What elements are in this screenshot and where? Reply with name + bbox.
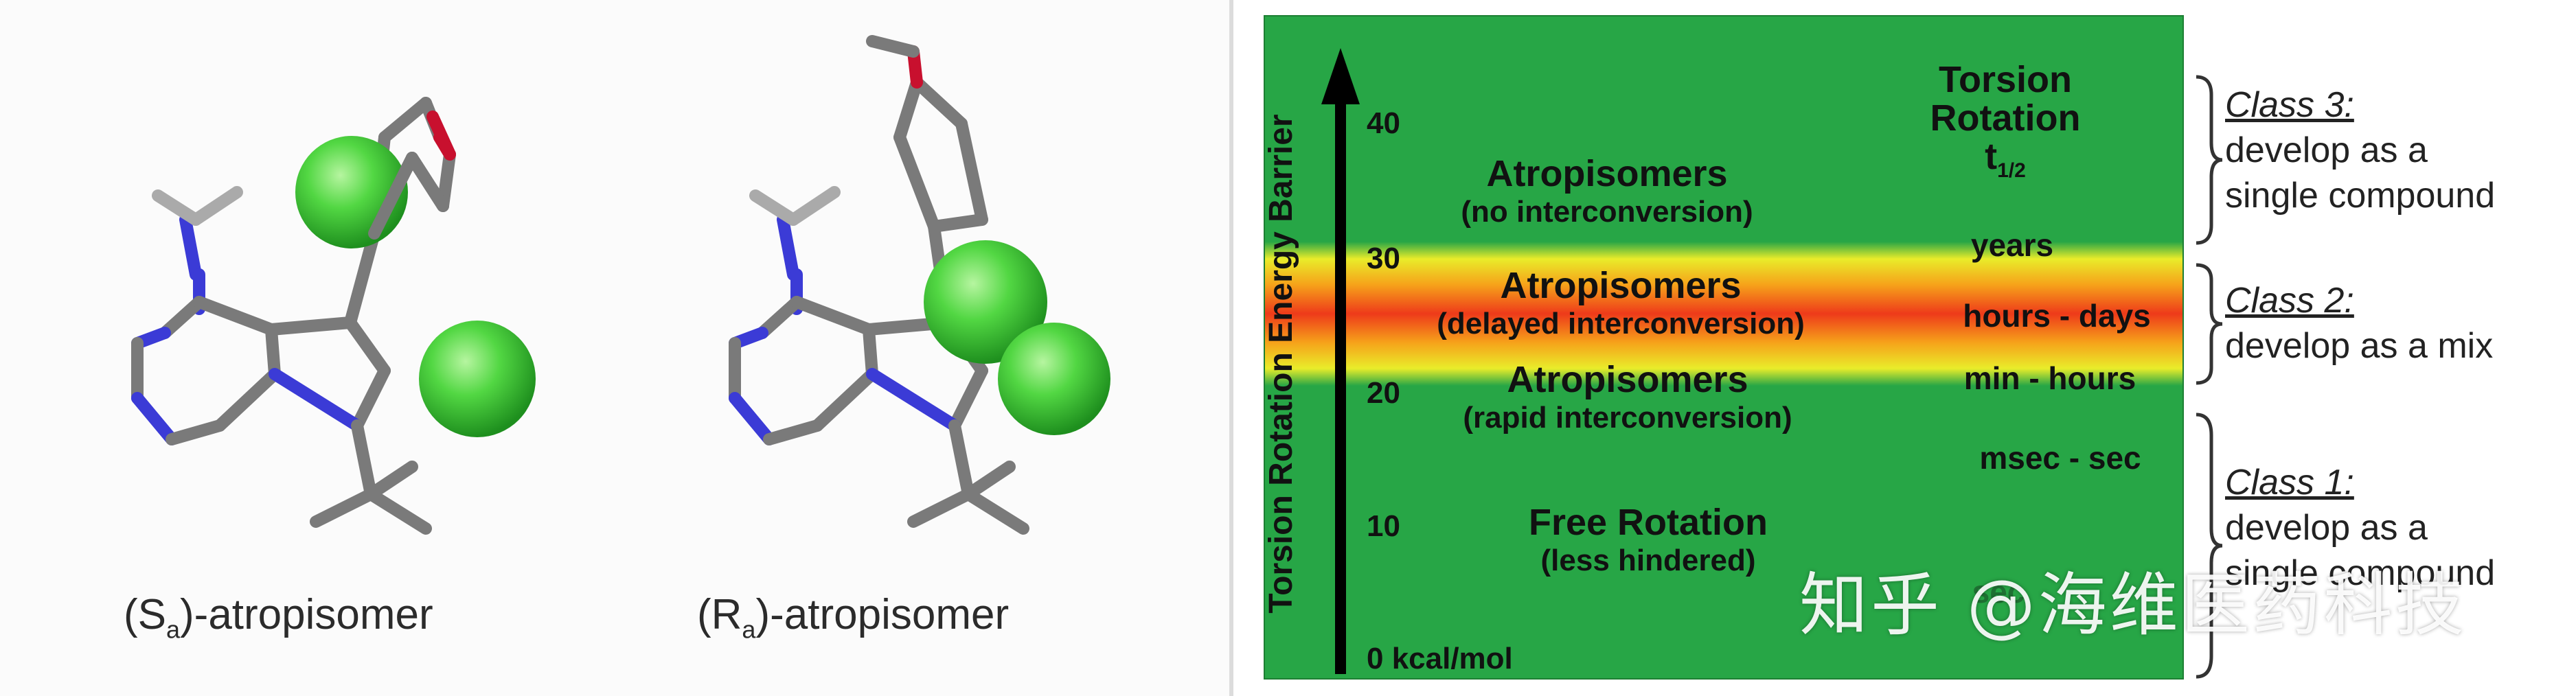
half-life-sec: sec [1972, 574, 2025, 610]
half-life-header: Torsion Rotation t1/2 [1930, 59, 2081, 182]
chlorine-sphere [924, 240, 1047, 364]
region-free-rotation: Free Rotation (less hindered) [1528, 502, 1768, 577]
class-2-brace [2196, 263, 2223, 385]
tick-label: 0 kcal/mol [1367, 642, 1513, 675]
tick-label: 20 [1367, 376, 1400, 410]
tick-label: 40 [1367, 106, 1400, 140]
half-life-min-hours: min - hours [1963, 360, 2136, 396]
half-life-hours-days: hours - days [1963, 298, 2151, 334]
panel-divider [1229, 0, 1233, 696]
tick-label: 30 [1367, 242, 1400, 275]
class-3-note: Class 3: develop as a single compound [2225, 85, 2496, 216]
energy-chart-background [1264, 15, 2184, 680]
half-life-years: years [1970, 227, 2054, 263]
chlorine-sphere [419, 321, 536, 437]
class-1-brace [2196, 413, 2223, 679]
r-atropisomer-label: (Ra)-atropisomer [697, 591, 1010, 644]
tick-label: 10 [1367, 509, 1400, 543]
class-2-note: Class 2: develop as a mix [2225, 281, 2494, 366]
class-1-note: Class 1: develop as a single compound [2225, 463, 2496, 593]
region-rapid-interconversion: Atropisomers (rapid interconversion) [1463, 359, 1792, 434]
s-atropisomer-label: (Sa)-atropisomer [124, 591, 433, 644]
watermark-text: 知乎 @海维医药科技 [1799, 565, 2467, 645]
chlorine-sphere [998, 323, 1110, 435]
y-axis-title: Torsion Rotation Energy Barrier [1263, 114, 1299, 614]
half-life-msec-sec: msec - sec [1979, 440, 2141, 476]
region-delayed-interconversion: Atropisomers (delayed interconversion) [1437, 265, 1805, 340]
class-3-brace [2196, 75, 2223, 245]
molecule-structures [131, 35, 1110, 535]
region-no-interconversion: Atropisomers (no interconversion) [1461, 153, 1753, 229]
